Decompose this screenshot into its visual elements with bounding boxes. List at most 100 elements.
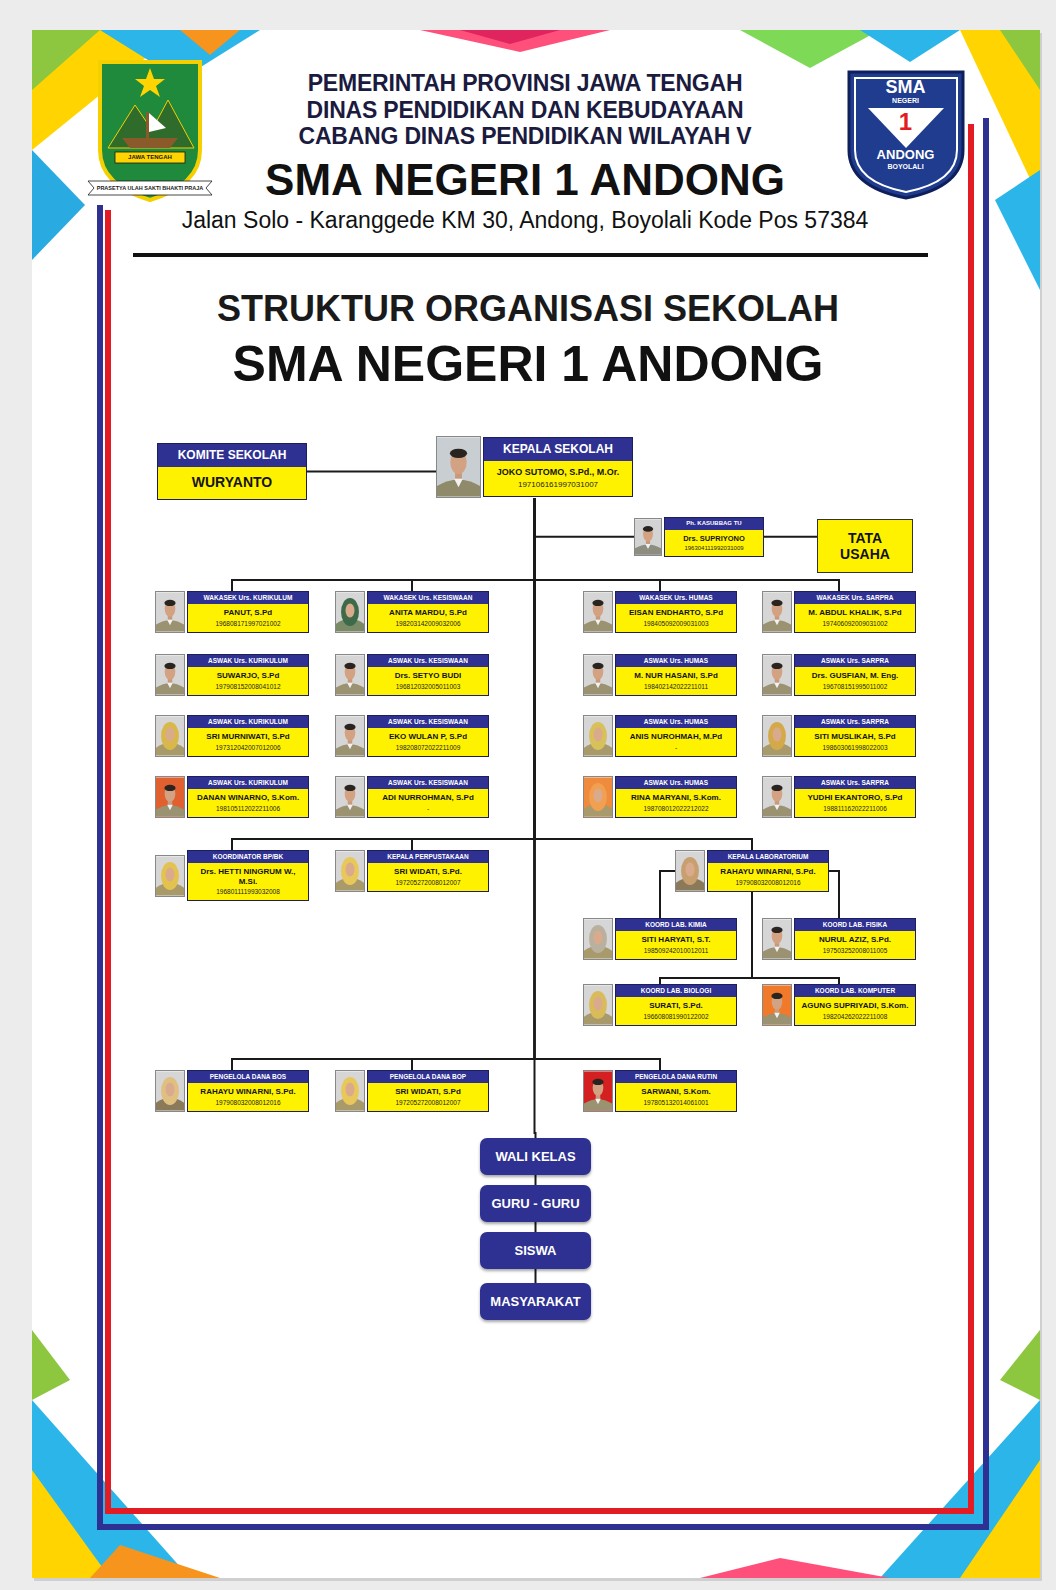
photo-body xyxy=(336,805,364,816)
photo-background xyxy=(336,851,364,890)
label-box: Jalan Solo - Karanggede KM 30, Andong, B… xyxy=(110,207,940,234)
photo-background xyxy=(763,919,791,958)
person-name: RAHAYU WINARNI, S.Pd. xyxy=(708,863,828,878)
connector-line xyxy=(412,498,535,591)
photo-collar xyxy=(347,683,353,688)
photo-collar xyxy=(595,683,601,688)
label-box: SMA NEGERI 1 ANDONG xyxy=(150,156,900,204)
photo-face xyxy=(166,1082,175,1096)
person-box: ASWAK Urs. KURIKULUMSUWARJO, S.Pd1979081… xyxy=(155,654,309,696)
photo-collar xyxy=(774,805,780,810)
employee-number: 196304111992031009 xyxy=(665,544,763,556)
name-card: PENGELOLA DANA RUTINSARWANI, S.Kom.19780… xyxy=(615,1070,737,1112)
photo-background xyxy=(763,716,791,755)
employee-number: 196608081990122002 xyxy=(616,1012,736,1025)
person-name: SITI HARYATI, S.T. xyxy=(616,931,736,946)
connector-line xyxy=(535,498,661,591)
photo-collar xyxy=(167,620,173,625)
photo-face xyxy=(594,930,603,944)
person-name: SARWANI, S.Kom. xyxy=(616,1083,736,1098)
person-photo xyxy=(436,436,481,498)
level-name: GURU - GURU xyxy=(480,1185,591,1222)
person-photo xyxy=(583,591,613,633)
role-title: ASWAK Urs. KURIKULUM xyxy=(188,655,308,667)
photo-background xyxy=(584,777,612,816)
employee-number: 196808171997021002 xyxy=(188,619,308,632)
role-title: ASWAK Urs. KESISWAAN xyxy=(368,716,488,728)
name-card: ASWAK Urs. KURIKULUMSUWARJO, S.Pd1979081… xyxy=(187,654,309,696)
person-photo xyxy=(583,715,613,757)
person-box: KEPALA LABORATORIUMRAHAYU WINARNI, S.Pd.… xyxy=(675,850,829,892)
photo-hair xyxy=(344,663,355,669)
person-photo xyxy=(155,591,185,633)
person-photo xyxy=(155,715,185,757)
name-card: ASWAK Urs. HUMASANIS NUROHMAH, M.Pd- xyxy=(615,715,737,757)
connector-line xyxy=(535,498,635,537)
person-name: PANUT, S.Pd xyxy=(188,604,308,619)
corner-triangle xyxy=(1000,30,1040,90)
photo-hijab xyxy=(161,722,179,750)
photo-background xyxy=(156,592,184,631)
photo-body xyxy=(763,1013,791,1024)
connector-line xyxy=(535,498,840,591)
photo-collar xyxy=(595,1099,601,1104)
corner-triangle xyxy=(1000,1330,1040,1400)
photo-background xyxy=(763,655,791,694)
person-box: ASWAK Urs. SARPRASITI MUSLIKAH, S.Pd1986… xyxy=(762,715,916,757)
employee-number: 197406092009031002 xyxy=(795,619,915,632)
person-name: SURATI, S.Pd. xyxy=(616,997,736,1012)
photo-hijab xyxy=(161,861,179,889)
person-name: EKO WULAN P, S.Pd xyxy=(368,728,488,743)
role-title: ASWAK Urs. KESISWAAN xyxy=(368,777,488,789)
photo-body xyxy=(635,544,661,554)
name-card: ASWAK Urs. SARPRADrs. GUSFIAN, M. Eng.19… xyxy=(794,654,916,696)
role-title: ASWAK Urs. HUMAS xyxy=(616,777,736,789)
photo-body xyxy=(156,620,184,631)
person-box: KOORD LAB. BIOLOGISURATI, S.Pd.196608081… xyxy=(583,984,737,1026)
shield-star xyxy=(135,68,165,97)
photo-body xyxy=(584,1099,612,1110)
photo-background xyxy=(156,856,184,895)
name-card: ASWAK Urs. HUMASRINA MARYANI, S.Kom.1987… xyxy=(615,776,737,818)
photo-hair xyxy=(164,785,175,791)
connector-line xyxy=(660,871,675,918)
photo-hair xyxy=(344,724,355,730)
shield-mast xyxy=(146,112,149,138)
person-box: ASWAK Urs. HUMASM. NUR HASANI, S.Pd19840… xyxy=(583,654,737,696)
person-photo xyxy=(335,850,365,892)
employee-number: 197106161997031007 xyxy=(484,479,632,496)
office-box: TATA USAHA xyxy=(817,519,913,573)
person-name: JOKO SUTOMO, S.Pd., M.Or. xyxy=(484,461,632,479)
label-box: JAWA TENGAH xyxy=(112,153,188,161)
frame-line xyxy=(100,118,986,1527)
level-pill: SISWA xyxy=(480,1232,591,1269)
photo-background xyxy=(156,716,184,755)
role-title: KOORD LAB. FISIKA xyxy=(795,919,915,931)
label-box: SMA xyxy=(847,78,964,97)
name-card: KEPALA PERPUSTAKAANSRI WIDATI, S.Pd.1972… xyxy=(367,850,489,892)
role-title: ASWAK Urs. HUMAS xyxy=(616,655,736,667)
province-shield xyxy=(100,62,200,200)
logo-text: JAWA TENGAH xyxy=(112,153,188,161)
photo-body xyxy=(336,683,364,694)
person-box: ASWAK Urs. HUMASANIS NUROHMAH, M.Pd- xyxy=(583,715,737,757)
photo-background xyxy=(336,777,364,816)
corner-triangle xyxy=(995,170,1040,290)
header-line: CABANG DINAS PENDIDIKAN WILAYAH V xyxy=(200,123,850,149)
person-box: KEPALA PERPUSTAKAANSRI WIDATI, S.Pd.1972… xyxy=(335,850,489,892)
label-box: CABANG DINAS PENDIDIKAN WILAYAH V xyxy=(200,123,850,149)
role-title: KOMITE SEKOLAH xyxy=(158,444,306,467)
person-box: WAKASEK Urs. HUMASEISAN ENDHARTO, S.Pd19… xyxy=(583,591,737,633)
photo-hair xyxy=(771,785,782,791)
person-photo xyxy=(675,850,705,892)
employee-number: 198811162022211006 xyxy=(795,804,915,817)
employee-number: 197908032008012016 xyxy=(708,878,828,891)
person-photo xyxy=(155,1070,185,1112)
photo-collar xyxy=(347,805,353,810)
photo-hair xyxy=(450,449,467,458)
photo-collar xyxy=(774,1013,780,1018)
person-name: M. NUR HASANI, S.Pd xyxy=(616,667,736,682)
photo-collar xyxy=(774,620,780,625)
person-box: KOORD LAB. KIMIASITI HARYATI, S.T.198509… xyxy=(583,918,737,960)
